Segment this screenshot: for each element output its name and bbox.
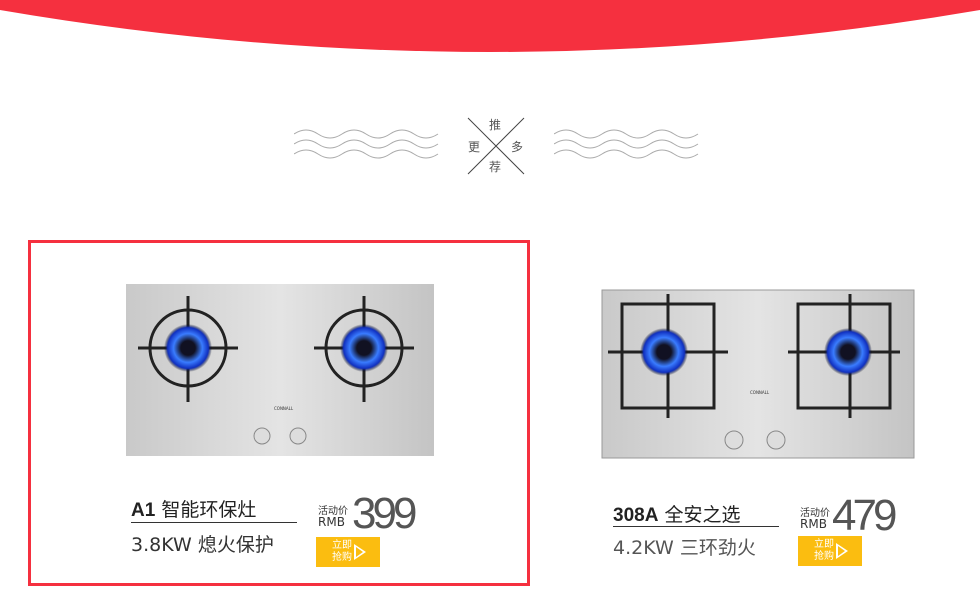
product-title[interactable]: 308A 全安之选 (613, 500, 740, 527)
product-name: 智能环保灶 (161, 499, 257, 521)
buy-label-line-2: 抢购 (332, 552, 352, 563)
currency: RMB (318, 515, 345, 529)
top-banner (0, 0, 980, 52)
brand-logo: CONNALL (750, 390, 770, 395)
x-cross-icon (467, 117, 525, 175)
price-label-text: 活动价 (318, 506, 348, 517)
buy-label-line-2: 抢购 (814, 551, 834, 562)
play-arrow-icon (354, 544, 366, 560)
buy-now-button[interactable]: 立即抢购 (316, 537, 380, 567)
knob-right (289, 427, 307, 445)
product-image-308a[interactable]: CONNALL (600, 288, 916, 464)
knob-right (766, 430, 786, 450)
buy-now-button[interactable]: 立即抢购 (798, 536, 862, 566)
product-title[interactable]: A1 智能环保灶 (131, 495, 256, 522)
buy-label-line-1: 立即 (332, 540, 352, 551)
model-name: 308A (613, 505, 659, 526)
knob-left (253, 427, 271, 445)
product-name: 全安之选 (664, 504, 741, 526)
price-label-text: 活动价 (800, 508, 830, 519)
char-bottom: 荐 (489, 160, 502, 174)
currency: RMB (800, 517, 827, 531)
model-name: A1 (131, 500, 156, 521)
play-arrow-icon (836, 543, 848, 559)
divider (131, 522, 297, 523)
section-title-more-recommendations: 推 更 多 荐 (466, 116, 526, 176)
divider (613, 526, 779, 527)
wave-decoration-right (554, 129, 699, 159)
product-image-a1[interactable]: CONNALL (124, 284, 436, 464)
char-left: 更 (468, 140, 481, 154)
price: 399 (352, 489, 417, 538)
wave-decoration-left (294, 129, 439, 159)
selected-product-highlight (28, 240, 530, 586)
product-feature: 4.2KW 三环劲火 (613, 537, 756, 559)
buy-label-line-1: 立即 (814, 539, 834, 550)
product-feature: 3.8KW 熄火保护 (131, 534, 274, 556)
char-top: 推 (489, 118, 502, 132)
knob-left (724, 430, 744, 450)
char-right: 多 (511, 140, 524, 154)
brand-logo: CONNALL (274, 406, 294, 411)
price: 479 (832, 491, 897, 540)
